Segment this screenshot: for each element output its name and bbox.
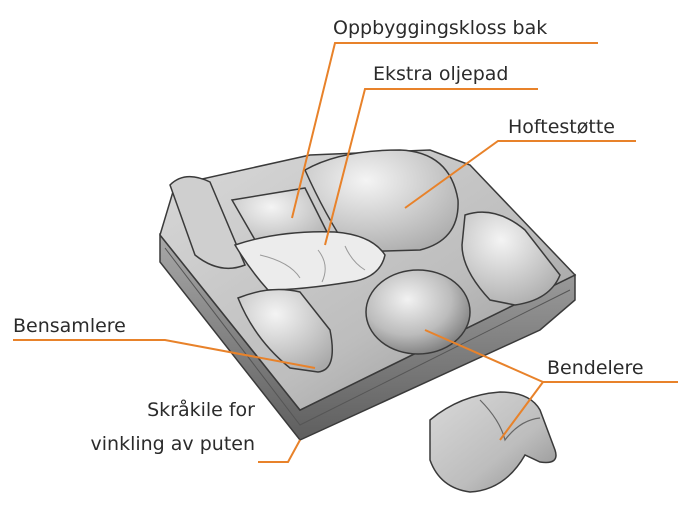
leg-divider-well (366, 270, 470, 354)
label-leg-gatherers: Bensamlere (13, 314, 126, 338)
leg-divider-piece (430, 392, 556, 492)
label-wedge-line2: vinkling av puten (60, 432, 255, 456)
label-leg-dividers: Bendelere (547, 356, 644, 380)
label-hip-support: Hoftestøtte (508, 115, 615, 139)
label-extra-oil-pad: Ekstra oljepad (373, 62, 509, 86)
label-wedge-line1: Skråkile for (100, 398, 255, 422)
leader-wedge (258, 440, 300, 462)
label-rear-riser: Oppbyggingskloss bak (333, 16, 547, 40)
